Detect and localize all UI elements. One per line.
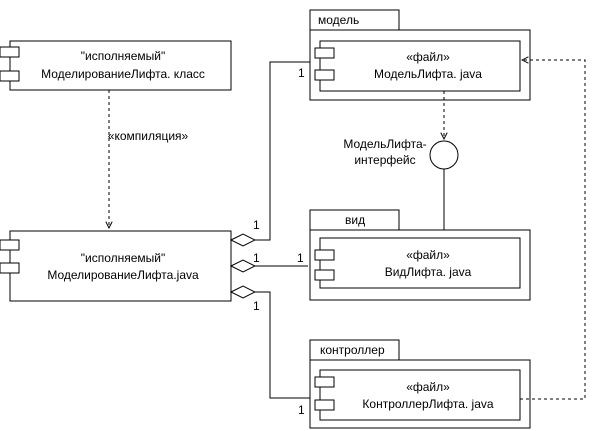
package-model-label: модель [318, 13, 359, 27]
component-model-file[interactable]: «файл» МодельЛифта. java [314, 40, 521, 92]
component-exec-class[interactable]: "исполняемый" МоделированиеЛифта. класс [0, 40, 232, 91]
package-view-label: вид [345, 213, 365, 227]
interface-name-line2: интерфейс [354, 153, 415, 167]
interface-lollipop-icon [429, 140, 459, 170]
association-controller [255, 291, 310, 399]
exec-java-stereotype: "исполняемый" [81, 251, 166, 265]
component-port-icon [0, 262, 20, 274]
multiplicity-controller-far: 1 [298, 403, 305, 417]
package-controller-label: контроллер [320, 343, 385, 357]
interface-name-line1: МодельЛифта- [343, 137, 426, 151]
controller-file-name: КонтроллерЛифта. java [362, 397, 493, 411]
component-controller-file[interactable]: «файл» КонтроллерЛифта. java [314, 369, 521, 421]
model-file-name: МодельЛифта. java [374, 67, 482, 81]
multiplicity-view-far: 1 [297, 251, 304, 265]
component-port-icon [314, 399, 335, 411]
component-port-icon [0, 70, 20, 82]
component-port-icon [314, 376, 335, 388]
controller-model-dependency-arrow [520, 60, 586, 400]
aggregation-diamond-controller [229, 285, 257, 299]
exec-java-name: МоделированиеЛифта.java [47, 268, 199, 282]
exec-class-stereotype: "исполняемый" [81, 49, 166, 63]
multiplicity-model-near: 1 [253, 218, 260, 232]
view-file-stereotype: «файл» [406, 248, 450, 262]
component-port-icon [0, 46, 20, 58]
component-port-icon [314, 269, 335, 281]
component-port-icon [0, 239, 20, 251]
association-model [255, 61, 310, 241]
aggregation-diamond-model [229, 233, 257, 247]
component-port-icon [314, 249, 335, 261]
multiplicity-view-near: 1 [253, 251, 260, 265]
component-port-icon [314, 69, 335, 81]
aggregation-diamond-view [229, 259, 257, 273]
multiplicity-model-far: 1 [298, 66, 305, 80]
component-view-file[interactable]: «файл» ВидЛифта. java [314, 237, 521, 289]
exec-class-name: МоделированиеЛифта. класс [41, 67, 205, 81]
model-file-stereotype: «файл» [406, 50, 450, 64]
controller-file-stereotype: «файл» [406, 380, 450, 394]
view-file-name: ВидЛифта. java [385, 265, 472, 279]
component-port-icon [314, 47, 335, 59]
component-exec-java[interactable]: "исполняемый" МоделированиеЛифта.java [0, 230, 232, 302]
compile-label: «компиляция» [108, 129, 189, 143]
multiplicity-controller-near: 1 [253, 299, 260, 313]
